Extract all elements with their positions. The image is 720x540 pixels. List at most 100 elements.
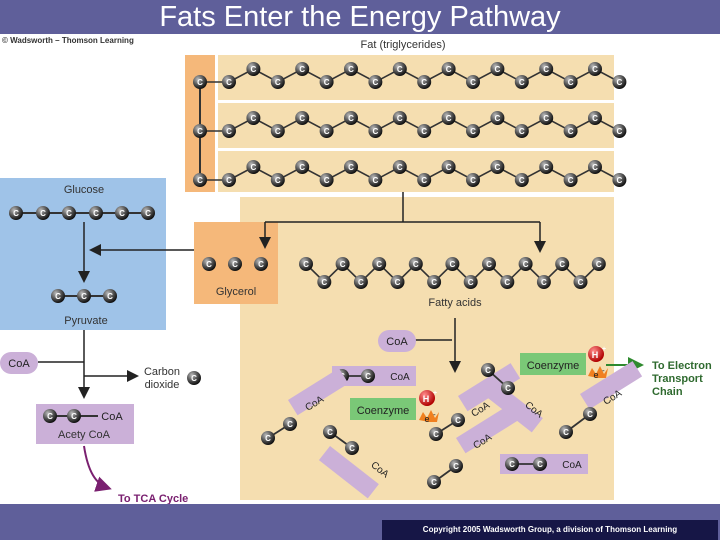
carbon-atom: C [501, 381, 515, 395]
fatty-acids-label: Fatty acids [428, 297, 482, 309]
svg-text:C: C [470, 127, 476, 136]
carbon-atom: C [505, 457, 519, 471]
coa-capsule-left: CoA [0, 352, 38, 374]
carbon-atom: C [563, 173, 578, 187]
svg-text:C: C [578, 278, 584, 287]
svg-text:C: C [71, 412, 77, 421]
svg-text:C: C [519, 78, 525, 87]
svg-text:C: C [324, 176, 330, 185]
carbon-atom: C [270, 124, 285, 138]
carbon-atom: C [141, 206, 155, 220]
svg-text:C: C [340, 260, 346, 269]
svg-text:C: C [470, 176, 476, 185]
svg-text:C: C [495, 163, 501, 172]
svg-text:C: C [226, 78, 232, 87]
fat-split-arrow [264, 192, 541, 248]
to-tca-label: To TCA Cycle [118, 493, 188, 505]
carbon-atom: C [361, 369, 375, 383]
carbon-dioxide-label-1: Carbon [144, 366, 180, 378]
svg-text:C: C [226, 176, 232, 185]
title-bar [0, 0, 720, 34]
carbon-atom: C [335, 257, 350, 271]
svg-text:C: C [81, 292, 87, 301]
svg-text:CoA: CoA [386, 336, 408, 348]
svg-text:e: e [424, 414, 429, 424]
svg-text:Coenzyme: Coenzyme [527, 360, 580, 372]
svg-text:C: C [321, 278, 327, 287]
svg-text:C: C [543, 114, 549, 123]
carbon-atom: C [246, 160, 261, 174]
svg-text:C: C [485, 366, 491, 375]
svg-text:C: C [559, 260, 565, 269]
carbon-atom: C [417, 173, 432, 187]
svg-text:CoA: CoA [8, 358, 30, 370]
svg-text:C: C [543, 65, 549, 74]
svg-text:C: C [299, 65, 305, 74]
carbon-atom: C [295, 62, 310, 76]
carbon-atom: C [261, 431, 275, 445]
svg-text:H: H [423, 394, 430, 404]
carbon-atom: C [228, 257, 242, 271]
svg-text:C: C [197, 78, 203, 87]
co2-carbon-atom: C [187, 371, 201, 385]
svg-text:C: C [495, 114, 501, 123]
carbon-atom: C [43, 409, 57, 423]
svg-text:C: C [251, 163, 257, 172]
svg-text:C: C [191, 374, 197, 383]
carbon-atom: C [427, 275, 442, 289]
carbon-atom: C [466, 173, 480, 187]
svg-text:C: C [275, 127, 281, 136]
carbon-atom: C [392, 160, 407, 174]
carbon-atom: C [319, 124, 334, 138]
svg-text:C: C [373, 127, 379, 136]
svg-text:C: C [47, 412, 53, 421]
carbon-atom: C [62, 206, 76, 220]
carbon-atom: C [612, 75, 627, 89]
carbon-atom: C [466, 75, 480, 89]
carbon-atom: C [417, 75, 432, 89]
svg-text:C: C [450, 260, 456, 269]
carbon-atom: C [539, 111, 554, 125]
carbon-atom: C [449, 459, 463, 473]
carbon-atom: C [445, 257, 460, 271]
svg-text:C: C [541, 278, 547, 287]
svg-text:C: C [431, 478, 437, 487]
carbon-atom: C [299, 257, 313, 271]
carbon-atom: C [536, 275, 551, 289]
carbon-atom: C [246, 111, 261, 125]
svg-text:C: C [275, 78, 281, 87]
carbon-atom: C [368, 124, 383, 138]
carbon-atom: C [317, 275, 332, 289]
carbon-atom: C [344, 111, 358, 125]
to-etc-label-3: Chain [652, 386, 683, 398]
carbon-atom: C [319, 173, 334, 187]
svg-text:C: C [107, 292, 113, 301]
svg-text:C: C [397, 65, 403, 74]
carbon-atom: C [222, 173, 236, 187]
carbon-atom: C [612, 124, 627, 138]
carbon-atom: C [202, 257, 216, 271]
carbon-atom: C [514, 173, 529, 187]
carbon-atom: C [368, 173, 383, 187]
carbon-atom: C [559, 425, 573, 439]
svg-text:C: C [563, 428, 569, 437]
svg-text:C: C [468, 278, 474, 287]
svg-text:C: C [421, 127, 427, 136]
svg-text:C: C [617, 127, 623, 136]
svg-text:C: C [446, 65, 452, 74]
svg-text:H: H [592, 350, 599, 360]
coa-capsule-right: CoA [378, 330, 416, 352]
fat-label: Fat (triglycerides) [361, 39, 446, 51]
acetyl-coa-tag: CoA [101, 411, 123, 423]
svg-text:C: C [327, 428, 333, 437]
carbon-atom: C [254, 257, 268, 271]
svg-text:C: C [349, 444, 355, 453]
carbon-atom: C [392, 62, 407, 76]
carbon-atom: C [193, 173, 207, 187]
svg-text:C: C [55, 292, 61, 301]
carbon-atom: C [222, 124, 236, 138]
carbon-atom: C [222, 75, 236, 89]
carbon-atom: C [441, 160, 456, 174]
